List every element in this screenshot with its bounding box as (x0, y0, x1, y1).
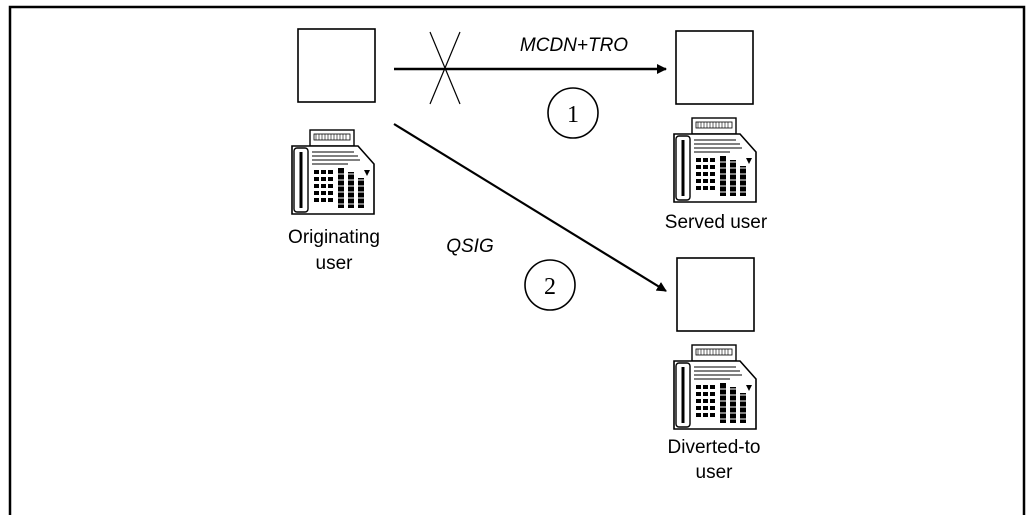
connection-mcdn-tro: MCDN+TRO 1 (394, 31, 667, 139)
diagram-frame (8, 5, 1026, 515)
served-terminal-box (675, 30, 754, 105)
diverted-label-line1: Diverted-to (668, 437, 761, 458)
telephone-set-icon (290, 128, 376, 216)
qsig-arrow (393, 123, 667, 292)
step-1-marker (547, 87, 599, 139)
telephone-set-icon (672, 116, 758, 204)
originating-label-line1: Originating (288, 227, 380, 248)
diverted-node: Diverted-to user (668, 257, 761, 483)
mcdn-tro-label: MCDN+TRO (520, 35, 628, 56)
served-node: Served user (665, 30, 768, 233)
originating-label-line2: user (316, 253, 354, 274)
served-label: Served user (665, 212, 768, 233)
step-2-number: 2 (544, 274, 556, 300)
diverted-label-line2: user (696, 462, 734, 483)
qsig-label: QSIG (446, 236, 494, 257)
step-2-marker (524, 259, 576, 311)
x-cross-icon (429, 31, 461, 105)
telephone-set-icon (672, 343, 758, 431)
originating-node: Originating user (288, 28, 380, 274)
diverted-terminal-box (676, 257, 755, 332)
step-1-number: 1 (567, 102, 579, 128)
originating-terminal-box (297, 28, 376, 103)
connection-qsig: QSIG 2 (393, 123, 667, 311)
